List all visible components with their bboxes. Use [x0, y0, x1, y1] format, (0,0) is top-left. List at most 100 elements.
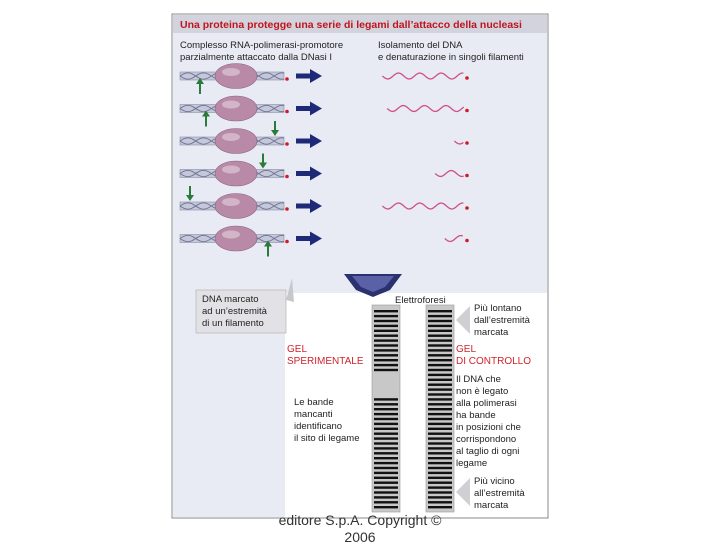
gel-band [374, 496, 398, 499]
farther-pointer-icon [456, 306, 470, 334]
fragment-label-dot [465, 206, 469, 210]
electrophoresis-label: Elettroforesi [395, 295, 446, 306]
gel-band [428, 363, 452, 367]
gel-band [428, 324, 452, 328]
rna-polymerase-icon [214, 95, 258, 122]
rna-polymerase-icon [214, 128, 258, 154]
polymerase-highlight [222, 68, 240, 76]
gel-band [374, 354, 398, 357]
gel-band [428, 442, 452, 445]
control-description: Il DNA che non è legato alla polimerasi … [456, 374, 524, 469]
gel-control-label: GEL DI CONTROLLO [456, 344, 531, 367]
gel-band [428, 378, 452, 381]
gel-band [374, 344, 398, 347]
fragment-label-dot [465, 108, 469, 113]
figure-title: Una proteina protegge una serie di legam… [180, 19, 522, 31]
gel-band [374, 461, 398, 465]
gel-band [428, 427, 452, 430]
gel-band [428, 403, 452, 406]
gel-band [428, 393, 452, 396]
cut-arrow-head-icon [202, 110, 210, 117]
control-description-line: corrispondono [456, 434, 516, 445]
polymerase-highlight [222, 133, 240, 141]
gel-band [428, 422, 452, 426]
control-description-line: Il DNA che [456, 374, 501, 385]
experimental-bands [374, 310, 398, 509]
missing-bands-line: Le bande [294, 397, 334, 408]
closer-label: Più vicino all’estremità marcata [474, 476, 527, 511]
rna-polymerase-icon [214, 225, 258, 252]
gel-band [428, 432, 452, 435]
gel-band [374, 329, 398, 332]
label-end-dot [285, 207, 289, 211]
ssdna-fragment [444, 234, 463, 243]
gel-band [428, 501, 452, 504]
gel-band [374, 324, 398, 328]
gel-band [428, 344, 452, 347]
right-heading: Isolamento del DNA e denaturazione in si… [378, 40, 524, 63]
missing-bands-line: il sito di legame [294, 433, 359, 444]
gel-band [374, 398, 398, 401]
gel-band [374, 501, 398, 504]
gel-band [428, 373, 452, 377]
fragment-label-dot [465, 173, 469, 178]
gel-band [374, 334, 398, 337]
right-heading-line: e denaturazione in singoli filamenti [378, 52, 524, 63]
polymerase-highlight [222, 165, 240, 174]
gel-band [428, 486, 452, 489]
complex-row [179, 186, 469, 219]
label-end-dot [285, 109, 289, 114]
dna-label-line: DNA marcato [202, 294, 259, 305]
gel-band [428, 310, 452, 313]
rna-polymerase-icon [214, 160, 258, 187]
gel-band [428, 383, 452, 386]
fragment-label-dot [465, 238, 469, 243]
left-heading-line: parzialmente attaccato dalla DNasi I [180, 52, 332, 63]
gel-band [428, 452, 452, 455]
gel-band [428, 388, 452, 391]
ssdna-fragment [381, 72, 464, 80]
control-description-line: legame [456, 458, 487, 469]
gel-band [428, 368, 452, 372]
gel-band [428, 329, 452, 332]
footer-copyright: editore S.p.A. Copyright © [278, 512, 442, 528]
gel-band [374, 359, 398, 362]
closer-pointer-icon [456, 478, 470, 506]
cut-arrow-head-icon [186, 195, 194, 201]
gel-control-line: DI CONTROLLO [456, 356, 531, 367]
missing-bands-line: identificano [294, 421, 342, 432]
gel-band [428, 408, 452, 411]
farther-line: marcata [474, 327, 509, 338]
control-bands [428, 310, 452, 509]
title-bar [173, 15, 547, 33]
left-heading: Complesso RNA-polimerasi-promotore parzi… [180, 40, 346, 63]
polymerase-highlight [222, 198, 240, 206]
gel-band [428, 496, 452, 499]
process-arrow-icon [296, 166, 322, 181]
gel-band [374, 471, 398, 475]
control-description-line: alla polimerasi [456, 398, 517, 409]
control-description-line: in posizioni che [456, 422, 521, 433]
farther-line: Più lontano [474, 303, 522, 314]
gel-band [374, 422, 398, 426]
gel-band [374, 452, 398, 455]
dna-label-line: di un filamento [202, 318, 264, 329]
cut-arrow-head-icon [259, 162, 267, 169]
footer-year: 2006 [344, 529, 376, 545]
cut-arrow-head-icon [264, 240, 272, 247]
gel-band [428, 466, 452, 470]
gel-band [428, 319, 452, 323]
rna-polymerase-icon [214, 63, 258, 89]
gel-band [428, 471, 452, 475]
missing-bands-line: mancanti [294, 409, 333, 420]
gel-band [428, 447, 452, 450]
process-arrow-icon [296, 69, 322, 83]
electrophoresis-arrow-highlight [352, 276, 394, 292]
gel-band [428, 339, 452, 342]
complex-rows [179, 63, 469, 257]
gel-band [428, 412, 452, 416]
gel-band [428, 398, 452, 401]
gel-band [374, 408, 398, 411]
cut-arrow-head-icon [196, 78, 204, 84]
process-arrow-icon [296, 231, 322, 246]
